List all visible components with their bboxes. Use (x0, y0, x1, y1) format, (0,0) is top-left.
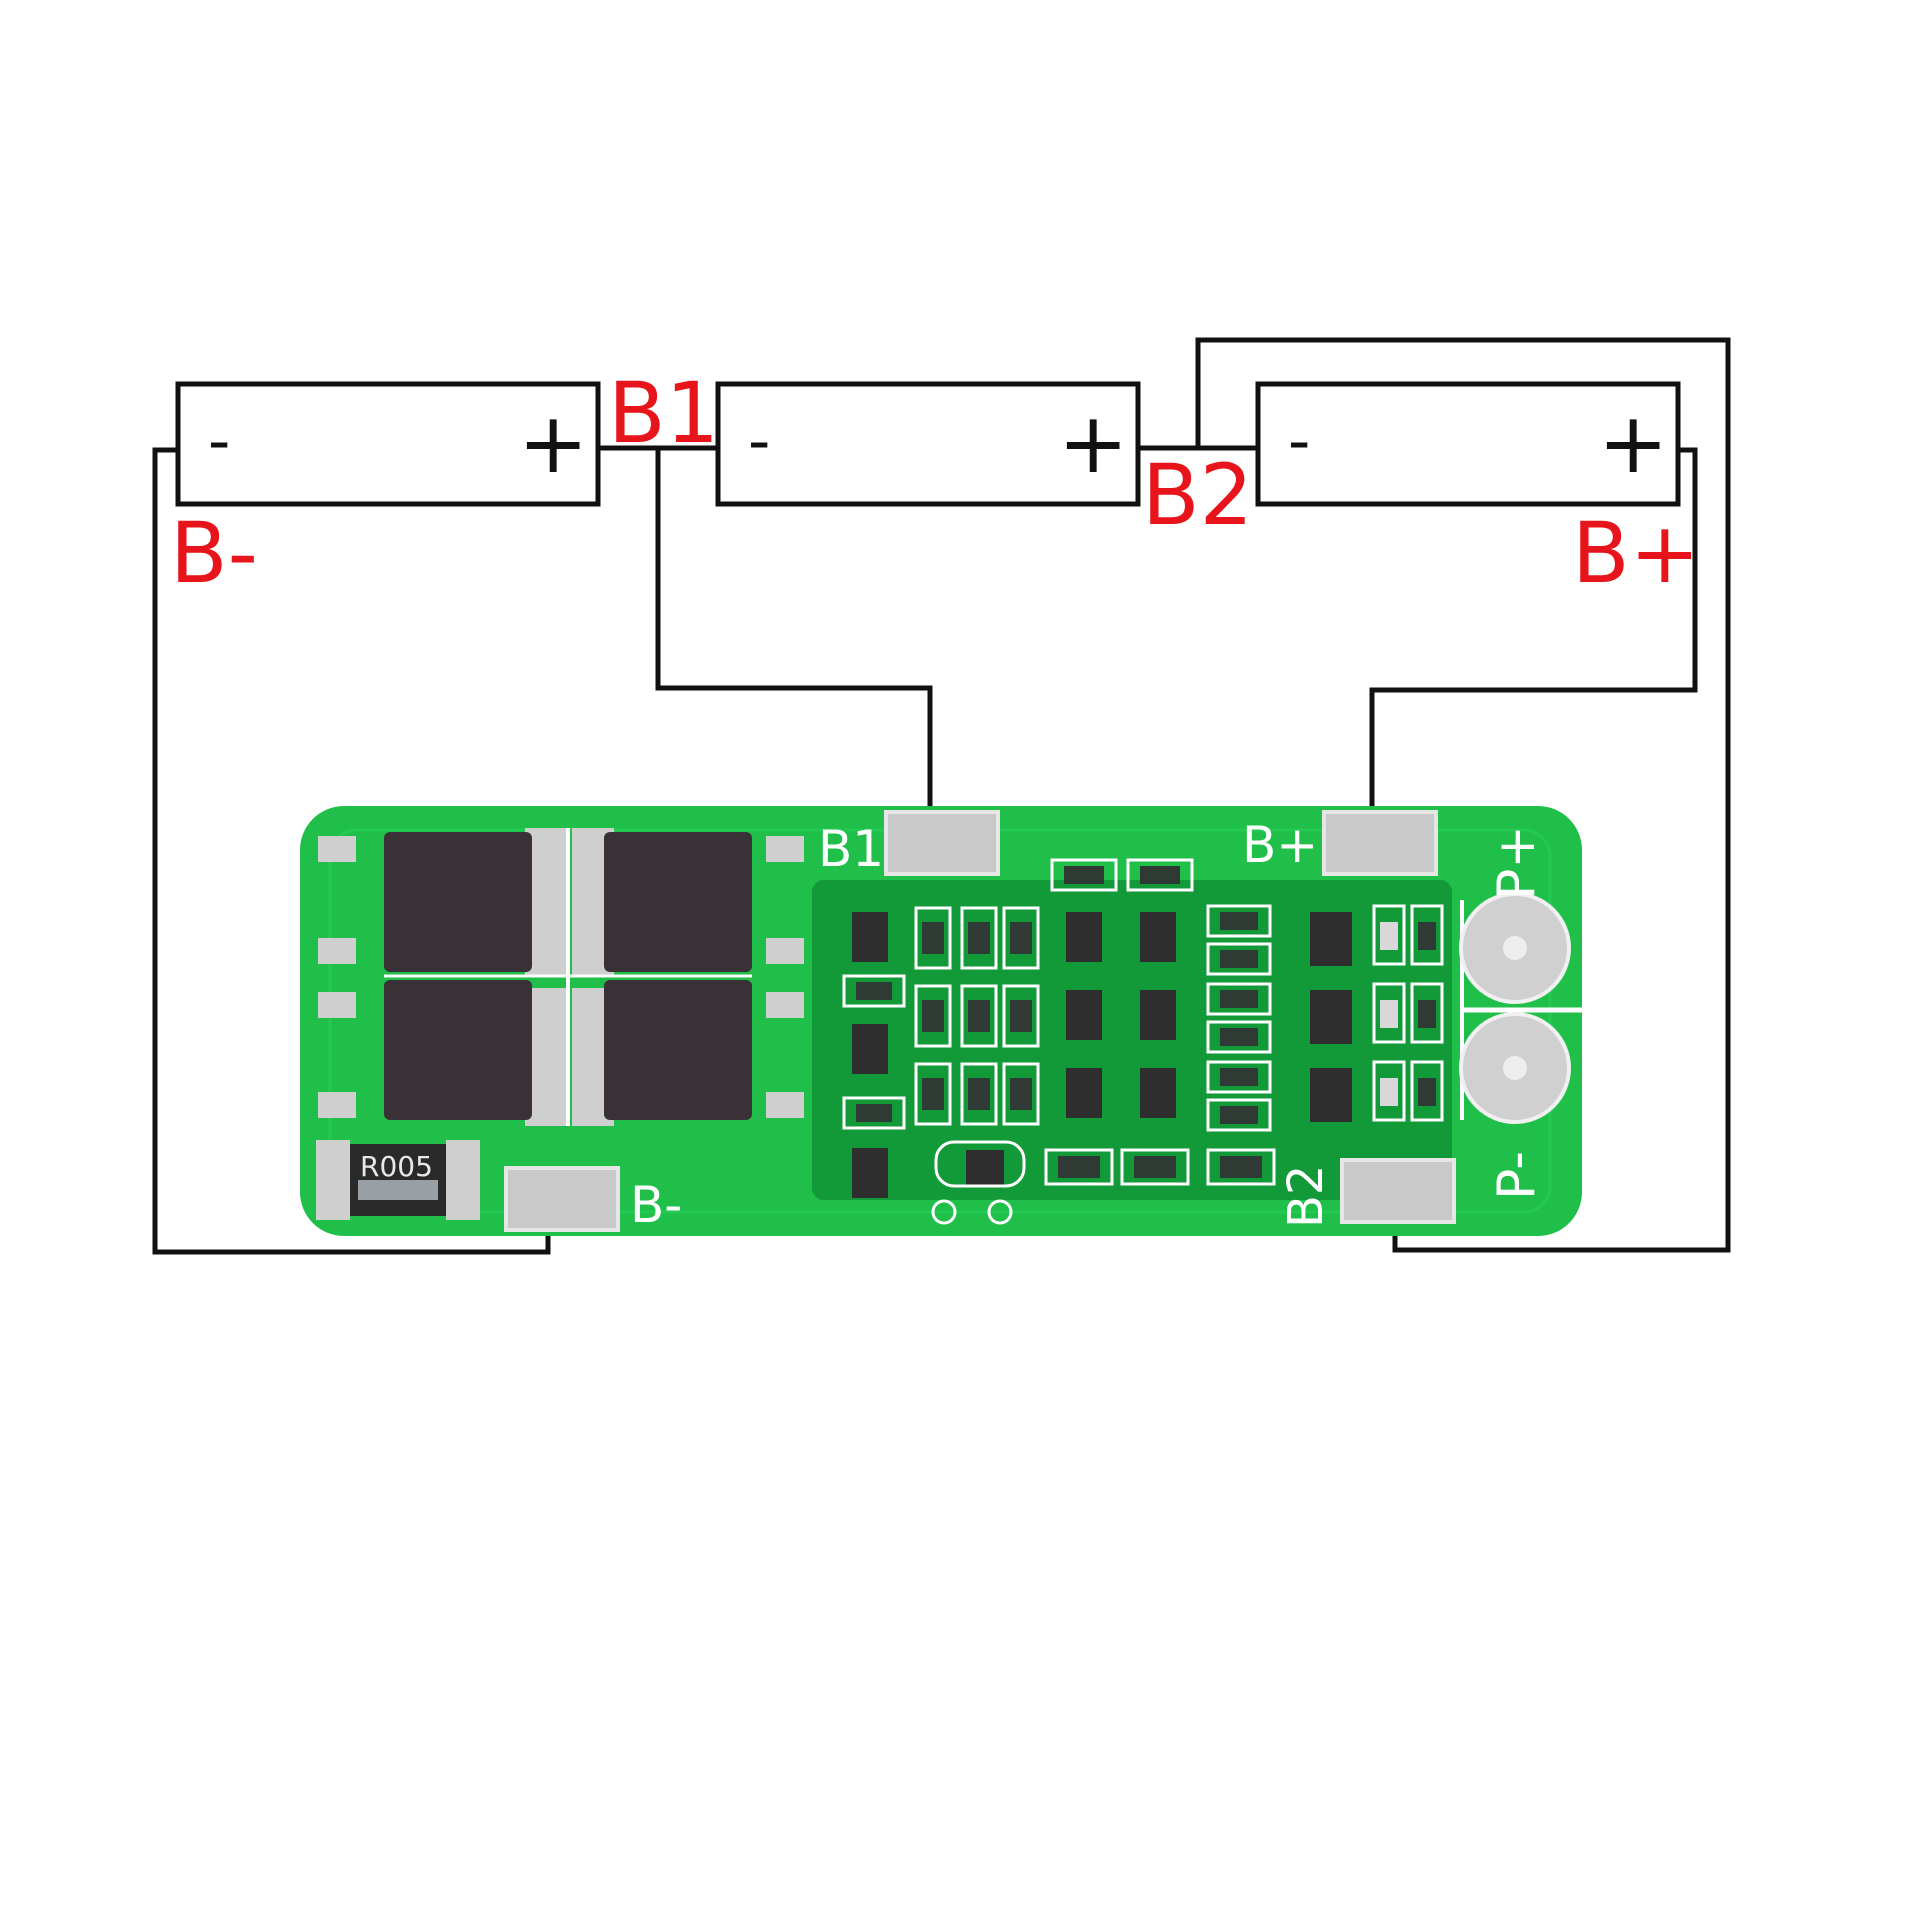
resistor-marking: R005 (360, 1150, 433, 1183)
cell-3-minus-sign: - (1288, 404, 1310, 477)
mosfet-4 (604, 980, 752, 1120)
mosfet-3 (384, 980, 532, 1120)
silk-b2: B2 (1278, 1165, 1334, 1228)
label-b-minus: B- (170, 504, 258, 602)
control-ics (852, 912, 1352, 1198)
battery-cell-2: - + (715, 381, 1141, 507)
label-b1: B1 (608, 364, 719, 462)
silk-b-minus: B- (630, 1176, 682, 1234)
pad-b1 (884, 810, 1000, 876)
label-b-plus: B+ (1572, 504, 1700, 602)
cell-1-minus-sign: - (208, 404, 230, 477)
silk-p-plus: P+ (1487, 825, 1547, 900)
pcb-control-area (812, 880, 1452, 1200)
pad-b-minus (504, 1166, 620, 1232)
pad-b-plus (1322, 810, 1438, 876)
wire-b-plus (1369, 447, 1698, 832)
battery-cell-1: - + (175, 381, 601, 507)
smd-passives (842, 858, 1444, 1225)
cell-1-plus-sign: + (518, 394, 588, 492)
mosfet-1 (384, 832, 532, 972)
bms-pcb-board: R005 (300, 806, 1582, 1236)
silk-b1: B1 (818, 820, 884, 878)
mosfet-2 (604, 832, 752, 972)
shunt-resistor: R005 (316, 1140, 480, 1220)
battery-cell-3: - + (1255, 381, 1681, 507)
label-b2: B2 (1142, 446, 1253, 544)
wire-b1 (655, 448, 933, 832)
cell-2-minus-sign: - (748, 404, 770, 477)
wire-b2 (1195, 337, 1731, 1253)
pad-b2 (1340, 1158, 1456, 1224)
silk-b-plus: B+ (1242, 816, 1318, 874)
cell-2-plus-sign: + (1058, 394, 1128, 492)
mosfet-group (318, 828, 804, 1126)
cell-3-plus-sign: + (1598, 394, 1668, 492)
silk-p-minus: P- (1487, 1151, 1547, 1200)
